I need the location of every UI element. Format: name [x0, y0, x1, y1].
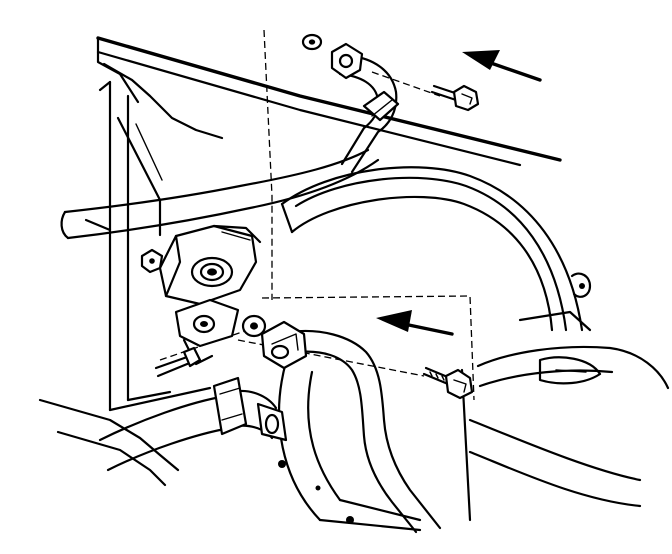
reference-line-upper [263, 29, 273, 300]
upper-direction-arrow [462, 50, 542, 82]
lower-direction-arrow [376, 310, 454, 336]
upper-bolt [371, 71, 480, 112]
rivet-dot-3 [315, 485, 321, 491]
upper-crossbar-tube [60, 148, 380, 240]
mounting-stud [154, 346, 202, 378]
lower-refrigerant-line [288, 329, 442, 534]
lower-bolt [422, 366, 474, 400]
rivet-dot-2 [346, 516, 354, 524]
lower-coolant-pipe [98, 376, 288, 472]
upper-refrigerant-line [301, 33, 400, 174]
rivet-dot-1 [278, 460, 286, 468]
fan-shroud [277, 166, 584, 532]
housing-right [460, 272, 670, 522]
reference-line-lower-a [261, 295, 475, 401]
manifold-block [158, 224, 262, 366]
lower-fitting-nut [260, 320, 308, 370]
reference-line-lower-b [237, 339, 425, 377]
left-nut [140, 248, 164, 274]
lower-seal-ring [241, 314, 267, 338]
radiator-frame [38, 36, 562, 487]
